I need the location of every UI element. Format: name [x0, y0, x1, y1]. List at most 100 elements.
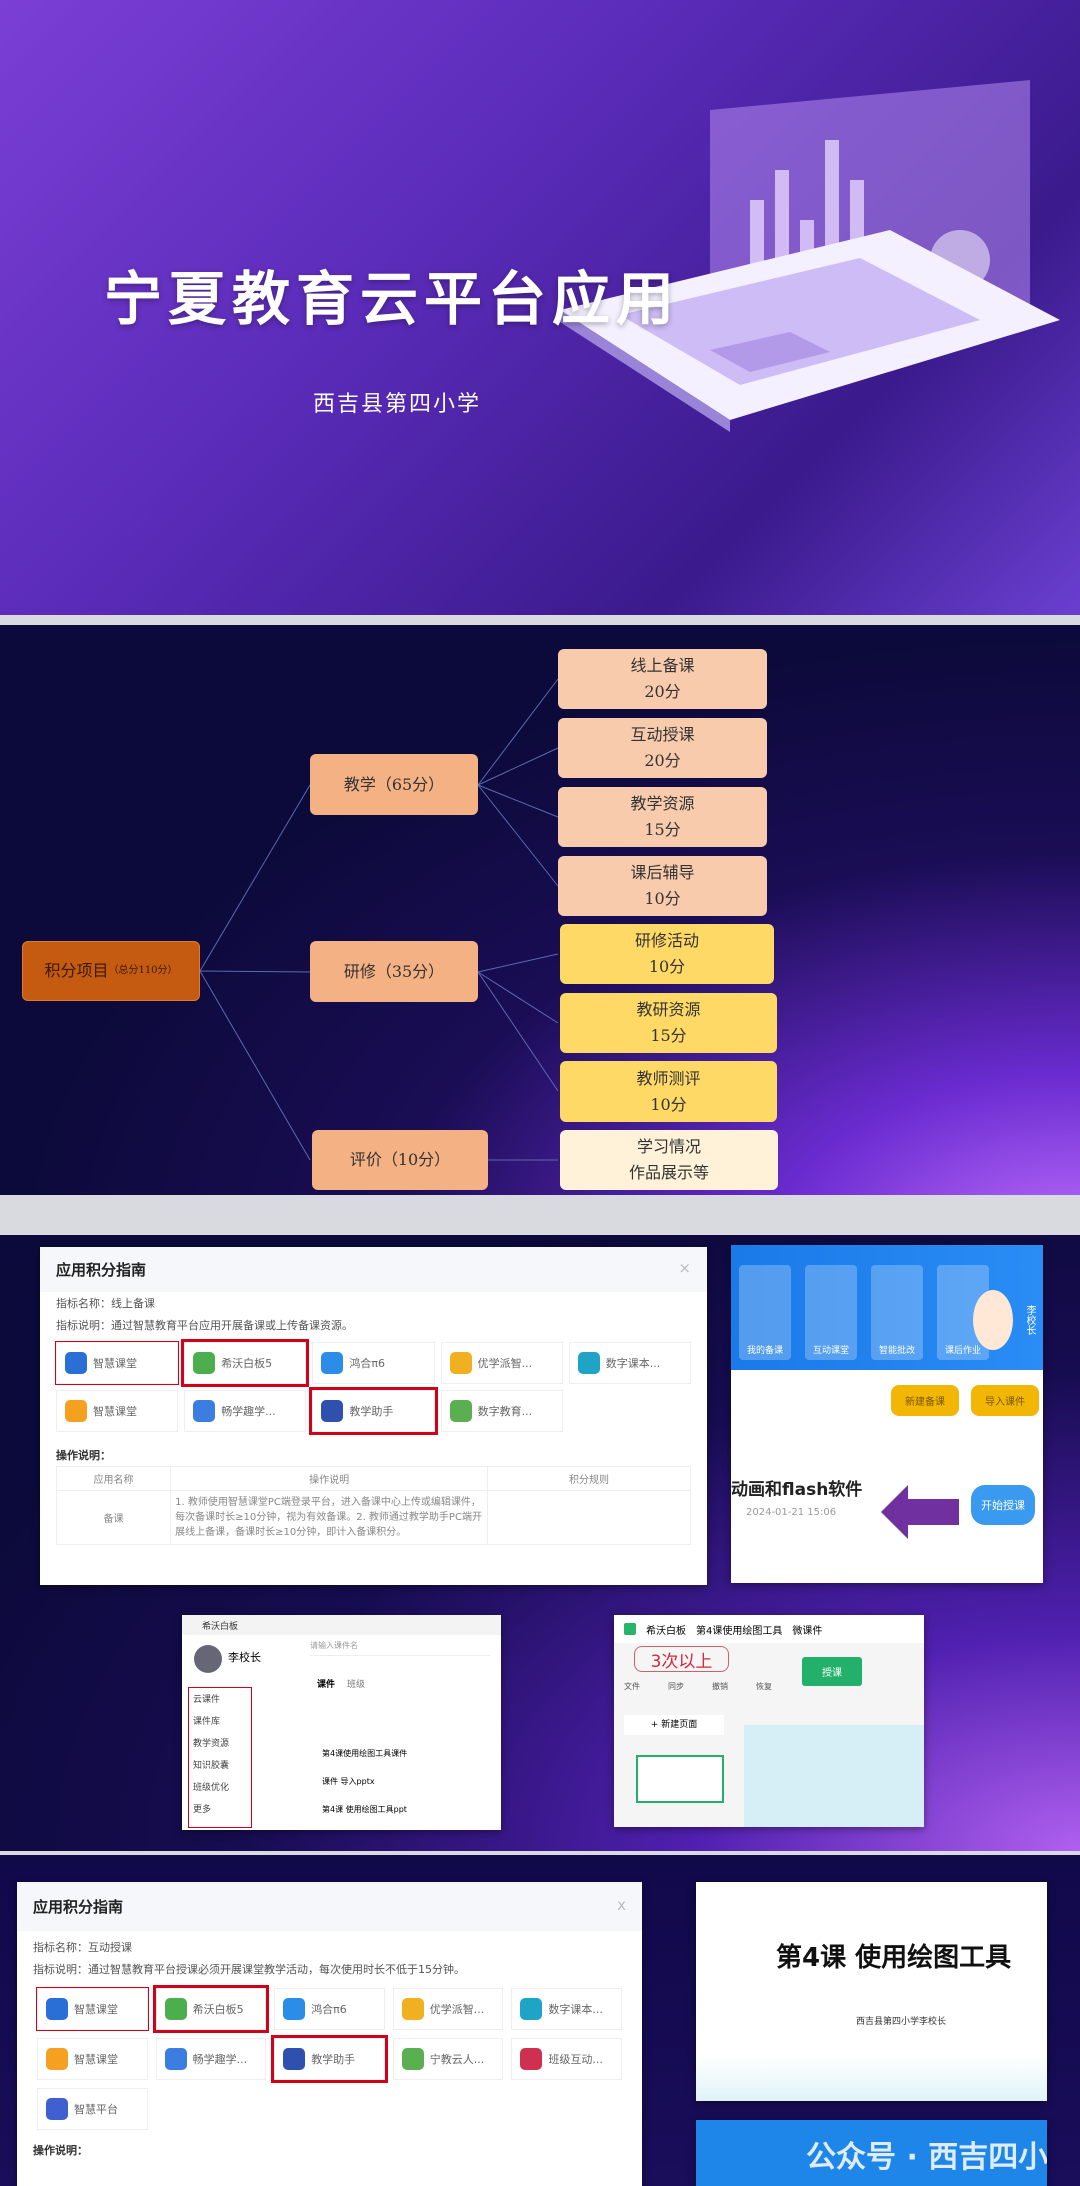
user-name: 李校长 [1024, 1305, 1035, 1335]
leaf-name: 教师测评 [636, 1068, 701, 1088]
arrow-left-icon [881, 1485, 959, 1539]
app-tile[interactable]: 数字课本... [511, 1988, 622, 2030]
sidebar-item[interactable]: 云课件 [193, 1695, 221, 1705]
client-tab[interactable]: 我的备课 [739, 1265, 791, 1360]
sidebar-item[interactable]: 课件库 [193, 1717, 221, 1727]
avatar [194, 1645, 222, 1673]
sidebar-item[interactable]: 班级优化 [193, 1783, 230, 1793]
app-label: 宁教云人... [429, 2053, 485, 2066]
app-icon [449, 1400, 472, 1422]
lesson-title: 动画和flash软件 [731, 1480, 863, 1500]
seewo-home-screenshot: 希沃白板 李校长 云课件课件库教学资源知识胶囊班级优化更多 请输入课件名 课件 … [182, 1615, 501, 1830]
app-label: 教学助手 [349, 1405, 394, 1418]
app-tile[interactable]: 畅学趣学... [155, 2038, 267, 2080]
file-item[interactable]: 课件 导入pptx [322, 1777, 375, 1786]
leaf-name: 教研资源 [636, 1000, 701, 1020]
assistant-screenshot: 公众号 · 西吉四小 [696, 2120, 1047, 2186]
indicator-desc: 指标说明：通过智慧教育平台授课必须开展课堂教学活动，每次使用时长不低于15分钟。 [33, 1963, 465, 1976]
app-icon [401, 2048, 424, 2070]
app-icon [65, 1400, 87, 1422]
preview-author: 西吉县第四小学李校长 [856, 2017, 947, 2027]
app-label: 优学派智... [477, 1357, 533, 1370]
root-node: 积分项目（总分110分） [22, 941, 200, 1001]
client-tab[interactable]: 智能批改 [871, 1265, 923, 1360]
app-tile[interactable]: 鸿合π6 [274, 1988, 385, 2030]
leaf-score: 15分 [650, 1026, 687, 1045]
leaf-name: 教学资源 [630, 794, 695, 814]
leaf-node: 教师测评 10分 [560, 1061, 777, 1122]
leaf-name: 学习情况 [636, 1137, 701, 1157]
app-tile[interactable]: 优学派智... [440, 1342, 563, 1384]
toolbar-button[interactable]: 文件 [624, 1682, 640, 1691]
app-tile[interactable]: 智慧课堂 [37, 2038, 148, 2080]
app-icon [46, 2098, 68, 2120]
guide-dialog: 应用积分指南× 指标名称：线上备课 指标说明：通过智慧教育平台应用开展备课或上传… [40, 1247, 707, 1585]
app-tile[interactable]: 鸿合π6 [312, 1342, 435, 1384]
app-tile[interactable]: 优学派智... [392, 1988, 504, 2030]
app-icon [321, 1352, 344, 1374]
title-slide: 宁夏教育云平台应用 西吉县第四小学 [0, 0, 1080, 615]
app-tile[interactable]: 智慧课堂 [56, 1390, 179, 1432]
app-tile[interactable]: 数字教育... [440, 1390, 563, 1432]
toolbar-button[interactable]: 同步 [668, 1682, 684, 1691]
app-tile[interactable]: 希沃白板5 [152, 1985, 270, 2033]
leaf-score: 20分 [644, 751, 681, 770]
app-label: 希沃白板5 [192, 2003, 244, 2016]
app-label: 希沃白板5 [221, 1357, 273, 1370]
teach-button[interactable]: 授课 [802, 1657, 862, 1686]
app-tile[interactable]: 教学助手 [309, 1387, 438, 1435]
app-icon [46, 1998, 68, 2020]
file-item[interactable]: 第4课 使用绘图工具ppt [322, 1805, 407, 1814]
sidebar-item[interactable]: 更多 [193, 1805, 212, 1815]
app-tile[interactable]: 智慧平台 [37, 2088, 148, 2130]
toolbar-button[interactable]: 撤销 [712, 1682, 728, 1691]
col-header: 应用名称 [55, 1466, 172, 1491]
app-tile[interactable]: 智慧课堂 [36, 1987, 149, 2031]
close-icon[interactable]: x [617, 1896, 626, 1914]
new-prep-button[interactable]: 新建备课 [891, 1385, 959, 1416]
file-item[interactable]: 第4课使用绘图工具课件 [322, 1749, 408, 1758]
import-button[interactable]: 导入课件 [971, 1385, 1039, 1416]
leaf-node: 教研资源 15分 [560, 993, 777, 1053]
app-tile[interactable]: 教学助手 [271, 2035, 388, 2083]
app-tile[interactable]: 宁教云人... [392, 2038, 504, 2080]
toolbar-button[interactable]: 恢复 [756, 1682, 772, 1691]
app-label: 智慧课堂 [74, 2053, 118, 2066]
row-text: 1. 教师使用智慧课堂PC端登录平台，进入备课中心上传或编辑课件，每次备课时长≥… [170, 1490, 489, 1545]
sidebar-item[interactable]: 教学资源 [193, 1739, 230, 1749]
app-icon [283, 1998, 306, 2020]
app-icon [46, 2048, 68, 2070]
search-input[interactable]: 请输入课件名 [310, 1640, 490, 1656]
indicator-desc: 指标说明：通过智慧教育平台应用开展备课或上传备课资源。 [56, 1319, 353, 1332]
leaf-score: 20分 [644, 682, 681, 701]
app-label: 数字课本... [605, 1357, 661, 1370]
leaf-score: 10分 [648, 957, 686, 976]
app-name: 希沃白板 [182, 1615, 501, 1635]
close-icon[interactable]: × [678, 1259, 691, 1277]
app-tile[interactable]: 智慧课堂 [54, 1341, 180, 1385]
start-class-button[interactable]: 开始授课 [971, 1485, 1035, 1525]
app-label: 优学派智... [429, 2003, 485, 2016]
app-tile[interactable]: 希沃白板5 [181, 1339, 310, 1387]
sidebar-item[interactable]: 知识胶囊 [193, 1761, 230, 1771]
page-thumbnail[interactable] [636, 1755, 724, 1803]
new-page-button[interactable]: + 新建页面 [624, 1715, 724, 1735]
app-tile[interactable]: 畅学趣学... [184, 1390, 307, 1432]
canvas[interactable] [744, 1725, 924, 1827]
app-tile[interactable]: 数字课本... [568, 1342, 691, 1384]
app-label: 智慧课堂 [93, 1357, 137, 1370]
app-tile[interactable]: 班级互动... [511, 2038, 622, 2080]
app-label: 智慧课堂 [74, 2003, 118, 2016]
leaf-name: 线上备课 [630, 656, 695, 676]
client-tab[interactable]: 互动课堂 [805, 1265, 857, 1360]
root-label: 积分项目 [44, 961, 109, 981]
watermark: 公众号 · 西吉四小 [806, 2140, 1047, 2175]
font-select[interactable]: 微课件 [792, 1625, 823, 1637]
leaf-score: 10分 [650, 1094, 687, 1114]
tab-courseware[interactable]: 课件 [317, 1680, 336, 1690]
tab-class[interactable]: 班级 [347, 1680, 366, 1690]
